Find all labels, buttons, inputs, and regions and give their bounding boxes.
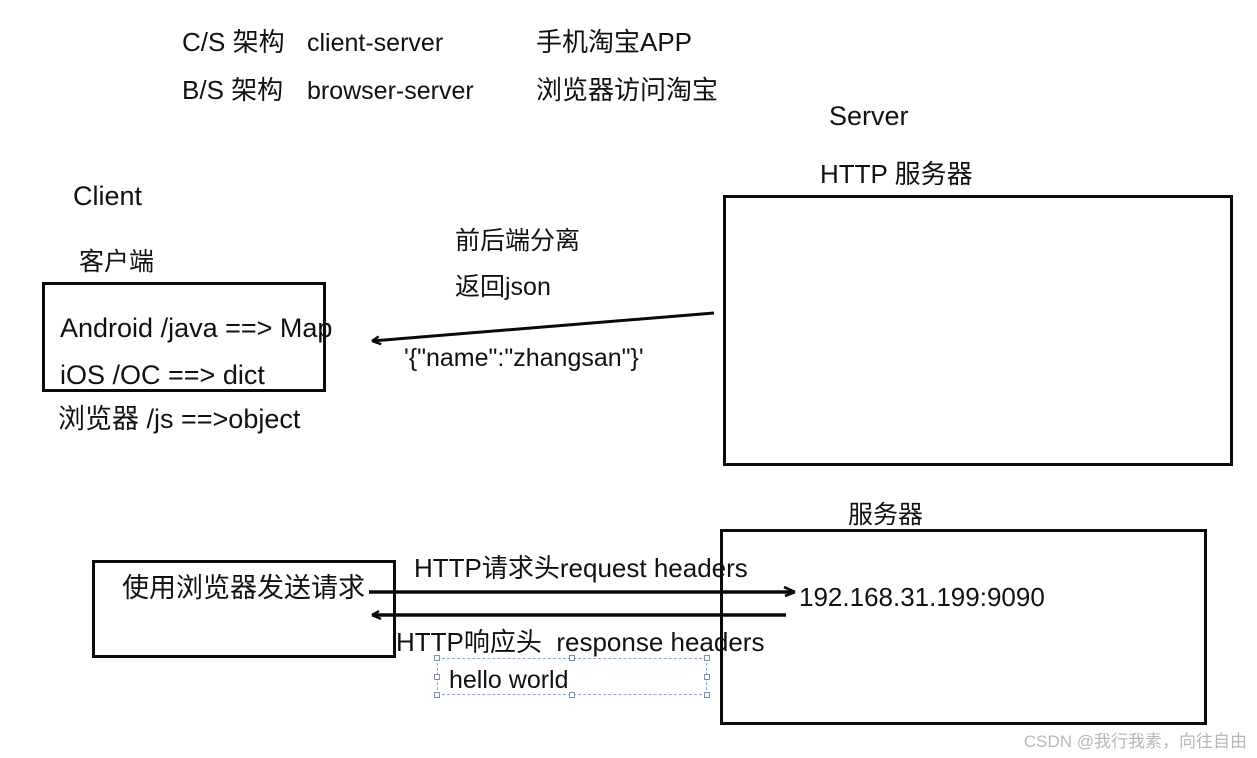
csdn-watermark: CSDN @我行我素，向往自由: [1023, 732, 1247, 751]
server-bottom-title: 服务器: [848, 501, 924, 529]
client-title: Client: [73, 181, 143, 211]
hello-world-text[interactable]: hello world: [449, 666, 569, 694]
request-headers-label: HTTP请求头request headers: [414, 553, 748, 583]
resize-handle-bottom-left[interactable]: [434, 692, 440, 698]
browser-request-box: [92, 560, 396, 658]
frontend-backend-separation-label: 前后端分离: [455, 227, 581, 255]
server-title: Server: [829, 101, 909, 131]
resize-handle-bottom-right[interactable]: [704, 692, 710, 698]
bs-architecture-term: browser-server: [307, 77, 474, 105]
resize-handle-top-left[interactable]: [434, 655, 440, 661]
server-address-label: 192.168.31.199:9090: [799, 582, 1045, 612]
return-json-label: 返回json: [455, 273, 551, 301]
resize-handle-middle-right[interactable]: [704, 673, 710, 680]
response-headers-label: HTTP响应头 response headers: [396, 627, 765, 657]
resize-handle-bottom-middle[interactable]: [569, 692, 575, 698]
server-bottom-box: [720, 529, 1207, 725]
browser-request-label: 使用浏览器发送请求: [122, 573, 365, 603]
client-box-line-ios: iOS /OC ==> dict: [60, 360, 265, 390]
json-response-arrow: [372, 311, 715, 341]
json-payload-label: '{"name":"zhangsan"}': [404, 344, 644, 372]
bs-architecture-example: 浏览器访问淘宝: [536, 75, 719, 105]
http-server-box: [723, 195, 1233, 466]
client-box: [42, 282, 326, 392]
cs-architecture-term: client-server: [307, 29, 444, 57]
resize-handle-top-middle[interactable]: [569, 655, 575, 661]
bs-architecture-label: B/S 架构: [182, 75, 284, 105]
hello-world-selection-box[interactable]: [434, 655, 710, 698]
client-line-browser: 浏览器 /js ==>object: [58, 404, 301, 434]
client-subtitle: 客户端: [79, 248, 155, 276]
resize-handle-middle-left[interactable]: [434, 673, 440, 680]
cs-architecture-example: 手机淘宝APP: [536, 27, 693, 57]
client-box-line-android: Android /java ==> Map: [60, 313, 333, 343]
resize-handle-top-right[interactable]: [704, 655, 710, 661]
cs-architecture-label: C/S 架构: [182, 27, 285, 57]
server-subtitle: HTTP 服务器: [820, 159, 973, 189]
